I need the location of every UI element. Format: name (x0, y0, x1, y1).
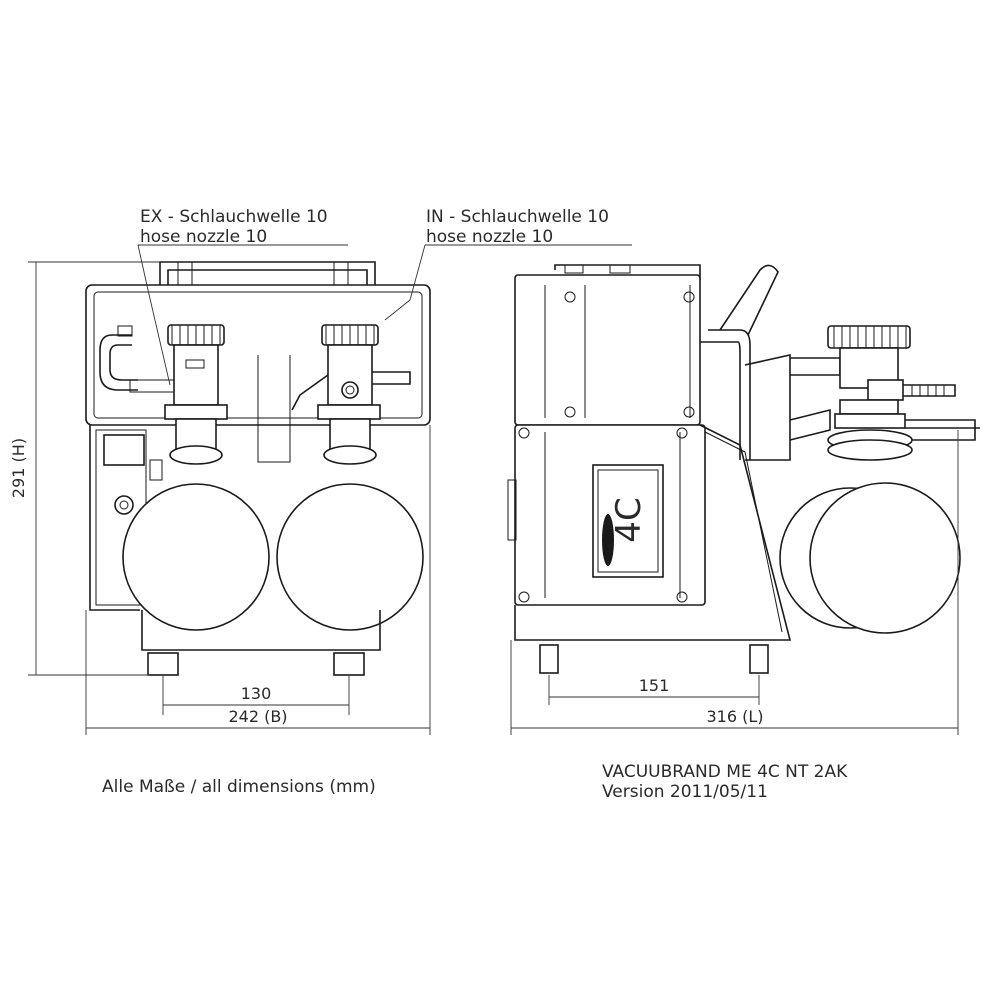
length-dimension-label: 316 (L) (706, 707, 763, 726)
badge-4c-label: 4C (609, 497, 649, 542)
model-label: VACUUBRAND ME 4C NT 2AK (602, 762, 848, 782)
dimension-lines (28, 261, 959, 735)
width-dimension-label: 242 (B) (228, 707, 287, 726)
in-label-line2: hose nozzle 10 (426, 227, 553, 247)
units-note: Alle Maße / all dimensions (mm) (102, 777, 376, 797)
dimension-130-label: 130 (241, 684, 272, 703)
brand-logo (602, 514, 614, 566)
dimension-151-label: 151 (639, 676, 670, 695)
in-label-line1: IN - Schlauchwelle 10 (426, 207, 609, 227)
ex-label-line2: hose nozzle 10 (140, 227, 267, 247)
front-view (85, 261, 431, 676)
leader-lines (137, 244, 632, 386)
ex-label-line1: EX - Schlauchwelle 10 (140, 207, 328, 227)
version-label: Version 2011/05/11 (602, 782, 768, 802)
height-dimension-label: 291 (H) (9, 438, 28, 498)
side-view: 4C (507, 264, 980, 674)
